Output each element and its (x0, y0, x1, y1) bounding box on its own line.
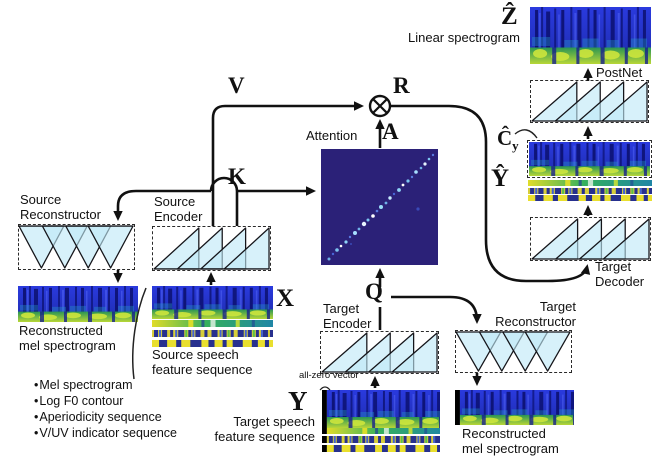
reconstructed-mel-right-label: Reconstructed mel spectrogram (462, 426, 559, 456)
wire-q-right (391, 295, 482, 324)
math-r: R (393, 73, 410, 98)
feature-item-f0: Log F0 contour (34, 393, 177, 409)
math-y: Y (288, 386, 308, 416)
source-mel-spectrogram-image (152, 286, 273, 319)
target-f0-strip (322, 428, 440, 434)
target-reconstructor-kernels (456, 331, 571, 372)
feature-item-mel: Mel spectrogram (34, 377, 177, 393)
multiply-node (368, 94, 392, 118)
math-c-hat-y: Ĉy (497, 126, 519, 154)
predicted-vuv-strip (528, 195, 652, 201)
math-a: A (382, 119, 399, 144)
predicted-aperiodicity-strip (528, 188, 652, 194)
predicted-f0-strip (528, 180, 652, 186)
math-z-hat: Ẑ (501, 3, 518, 30)
attention-matrix-image (321, 149, 438, 265)
attention-label: Attention (306, 128, 358, 143)
all-zero-vector-label: all-zero vector (299, 370, 359, 381)
target-mel-spectrogram-image (322, 390, 440, 428)
feature-list: Mel spectrogram Log F0 contour Aperiodic… (34, 377, 177, 441)
math-k: K (228, 164, 246, 189)
reconstructed-mel-left-label: Reconstructed mel spectrogram (19, 323, 116, 353)
math-v: V (228, 73, 245, 98)
target-encoder-kernels (321, 332, 438, 373)
target-vuv-strip (322, 445, 440, 452)
target-decoder-label: Target Decoder (595, 259, 645, 289)
source-f0-strip (152, 320, 273, 327)
target-speech-feature-label: Target speech feature sequence (214, 414, 315, 444)
postnet-kernels (531, 81, 648, 122)
source-speech-feature-label: Source speech feature sequence (152, 347, 253, 377)
target-reconstructor-box (455, 330, 572, 373)
source-vuv-strip (152, 340, 273, 347)
math-q: Q (365, 279, 383, 304)
math-c-hat: Ĉ (497, 126, 513, 150)
source-encoder-label: Source Encoder (154, 194, 203, 224)
source-aperiodicity-strip (152, 330, 273, 337)
source-reconstructor-box (18, 224, 135, 270)
math-x: X (276, 285, 295, 312)
postnet-box (530, 80, 649, 123)
source-encoder-box (152, 226, 271, 271)
math-y-hat: Ŷ (491, 165, 510, 192)
target-aperiodicity-strip (322, 436, 440, 443)
math-c-hat-sub: y (512, 138, 519, 154)
target-encoder-box (320, 331, 439, 374)
target-encoder-label: Target Encoder (323, 301, 372, 331)
target-decoder-kernels (531, 218, 650, 260)
target-reconstructor-label: Target Reconstructor (495, 299, 576, 329)
linear-spectrogram-label: Linear spectrogram (408, 30, 520, 45)
target-reconstructed-mel-image (455, 390, 574, 425)
feature-item-aperiodicity: Aperiodicity sequence (34, 409, 177, 425)
source-reconstructor-label: Source Reconstructor (20, 192, 101, 222)
postnet-label: PostNet (596, 65, 643, 80)
linear-spectrogram-image (530, 7, 651, 64)
source-encoder-kernels (153, 227, 270, 270)
predicted-mel-spectrogram-image (529, 142, 650, 176)
source-reconstructed-mel-image (18, 286, 138, 322)
feature-item-vuv: V/UV indicator sequence (34, 425, 177, 441)
source-reconstructor-kernels (19, 225, 134, 269)
